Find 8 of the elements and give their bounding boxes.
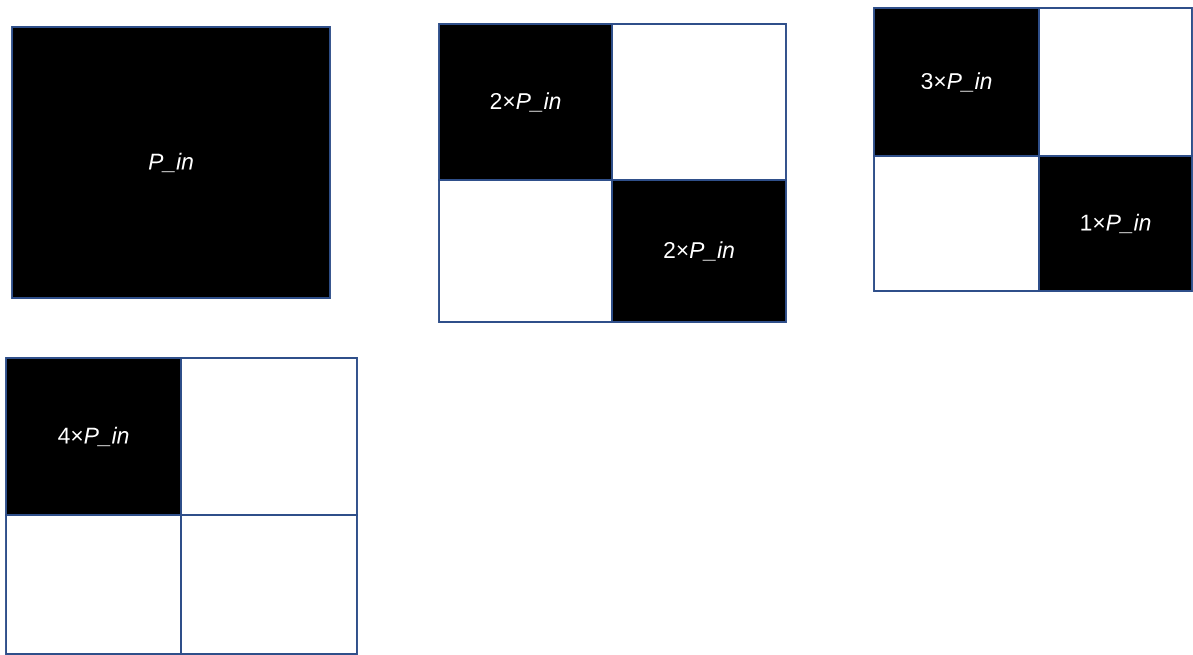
filled-cell: P_in — [11, 26, 331, 299]
filled-cell: 2×P_in — [438, 23, 613, 181]
filled-cell: 1×P_in — [1038, 155, 1193, 292]
filled-cell: 2×P_in — [611, 179, 787, 323]
empty-cell — [5, 514, 182, 655]
filled-cell: 4×P_in — [5, 357, 182, 516]
empty-cell — [180, 514, 358, 655]
filled-cell: 3×P_in — [873, 7, 1040, 157]
